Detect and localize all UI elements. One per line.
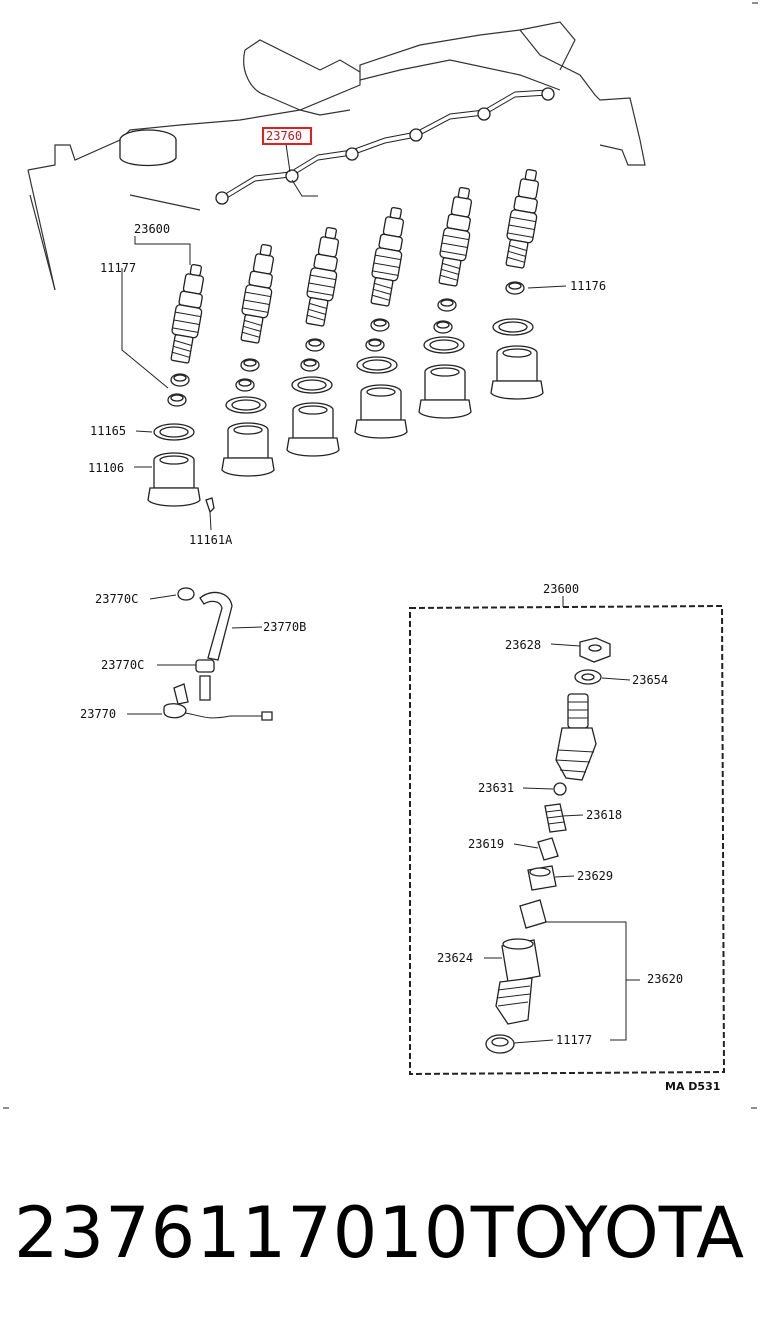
injector-4 (366, 205, 411, 308)
label-23629: 23629 (577, 869, 613, 883)
exploded-injector-box (409, 596, 726, 1076)
leader-lines-upper (121, 143, 567, 531)
label-23619: 23619 (468, 837, 504, 851)
leader-lines-box (484, 643, 640, 1044)
label-11106: 11106 (88, 461, 124, 475)
highlight-23760 (262, 127, 312, 145)
label-11161a: 11161A (189, 533, 233, 547)
label-23600-box: 23600 (543, 582, 579, 596)
label-11177-top: 11177 (100, 261, 136, 275)
injector-1 (166, 262, 211, 365)
fuel-return-pipe (215, 87, 555, 205)
leader-lines-hose (127, 594, 263, 715)
label-23628: 23628 (505, 638, 541, 652)
seat-gaskets (167, 281, 525, 407)
nozzle-sleeves (147, 345, 544, 507)
injector-3 (301, 225, 346, 328)
label-23654: 23654 (632, 673, 668, 687)
label-23620: 23620 (647, 972, 683, 986)
label-23770c-a: 23770C (95, 592, 138, 606)
label-23624: 23624 (437, 951, 473, 965)
label-11176: 11176 (570, 279, 606, 293)
injector-2 (236, 242, 281, 345)
label-23770c-b: 23770C (101, 658, 144, 672)
label-23618: 23618 (586, 808, 622, 822)
label-11177-box: 11177 (556, 1033, 592, 1047)
label-23631: 23631 (478, 781, 514, 795)
label-23600-top: 23600 (134, 222, 170, 236)
parts-diagram: 23760 23600 11177 11176 11165 11106 1116… (3, 2, 758, 1109)
brand-name: TOYOTA (470, 1192, 744, 1274)
label-23760: 23760 (266, 129, 302, 143)
pin-11161a (205, 497, 215, 514)
return-hose-assembly (163, 587, 273, 721)
part-number: 2376117010 (14, 1192, 470, 1274)
injector-6 (501, 167, 546, 270)
injector-5 (434, 185, 479, 288)
washers (153, 318, 534, 441)
label-23770: 23770 (80, 707, 116, 721)
diagram-code: MA D531 (665, 1080, 720, 1093)
footer: 2376117010 TOYOTA (0, 1188, 760, 1278)
label-11165: 11165 (90, 424, 126, 438)
corner-marks (3, 2, 758, 1109)
engine-head-outline (27, 21, 646, 291)
label-23770b: 23770B (263, 620, 306, 634)
exploded-parts (485, 637, 611, 1054)
